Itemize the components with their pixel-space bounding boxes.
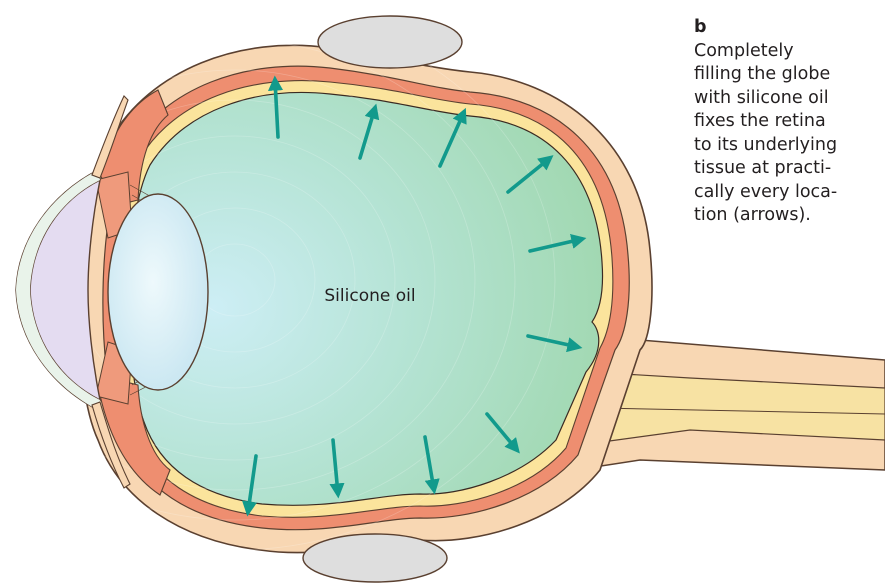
nerve-center-line	[599, 407, 885, 415]
arrow-9	[329, 438, 345, 499]
upper-eyelid	[91, 95, 129, 179]
arrow-1	[268, 75, 284, 139]
caption-line-8: tion (arrows).	[694, 205, 811, 225]
caption-line-6: tissue at practi-	[694, 158, 832, 178]
figure-letter: b	[694, 17, 707, 37]
silicone-oil-label: Silicone oil	[324, 286, 415, 306]
lens	[107, 193, 209, 391]
cornea-rim	[16, 170, 100, 410]
arrow-5	[528, 234, 587, 253]
arrow-2	[358, 103, 380, 160]
caption-line-5: to its underlying	[694, 134, 838, 155]
tamponade-arrows	[242, 75, 587, 517]
inferior-muscle	[302, 533, 448, 583]
arrow-7	[485, 412, 520, 454]
caption-line-1: b Completely	[694, 16, 879, 63]
silicone-oil-fill	[128, 91, 604, 506]
caption-line-3: with silicone oil	[694, 87, 829, 108]
lower-eyelid	[91, 401, 131, 489]
arrow-3	[438, 107, 467, 168]
ciliary-body-lower	[99, 379, 171, 496]
caption-line-2: filling the globe	[694, 64, 831, 84]
figure-caption: b Completely filling the globe with sili…	[694, 16, 879, 228]
arrow-8	[423, 435, 440, 495]
arrow-10	[242, 454, 258, 517]
caption-text-1: Completely	[694, 40, 794, 61]
caption-line-4: fixes the retina	[694, 111, 826, 131]
arrow-6	[526, 334, 583, 353]
caption-line-7: cally every loca-	[694, 181, 838, 202]
arrow-4	[506, 155, 554, 194]
superior-muscle	[317, 15, 463, 69]
